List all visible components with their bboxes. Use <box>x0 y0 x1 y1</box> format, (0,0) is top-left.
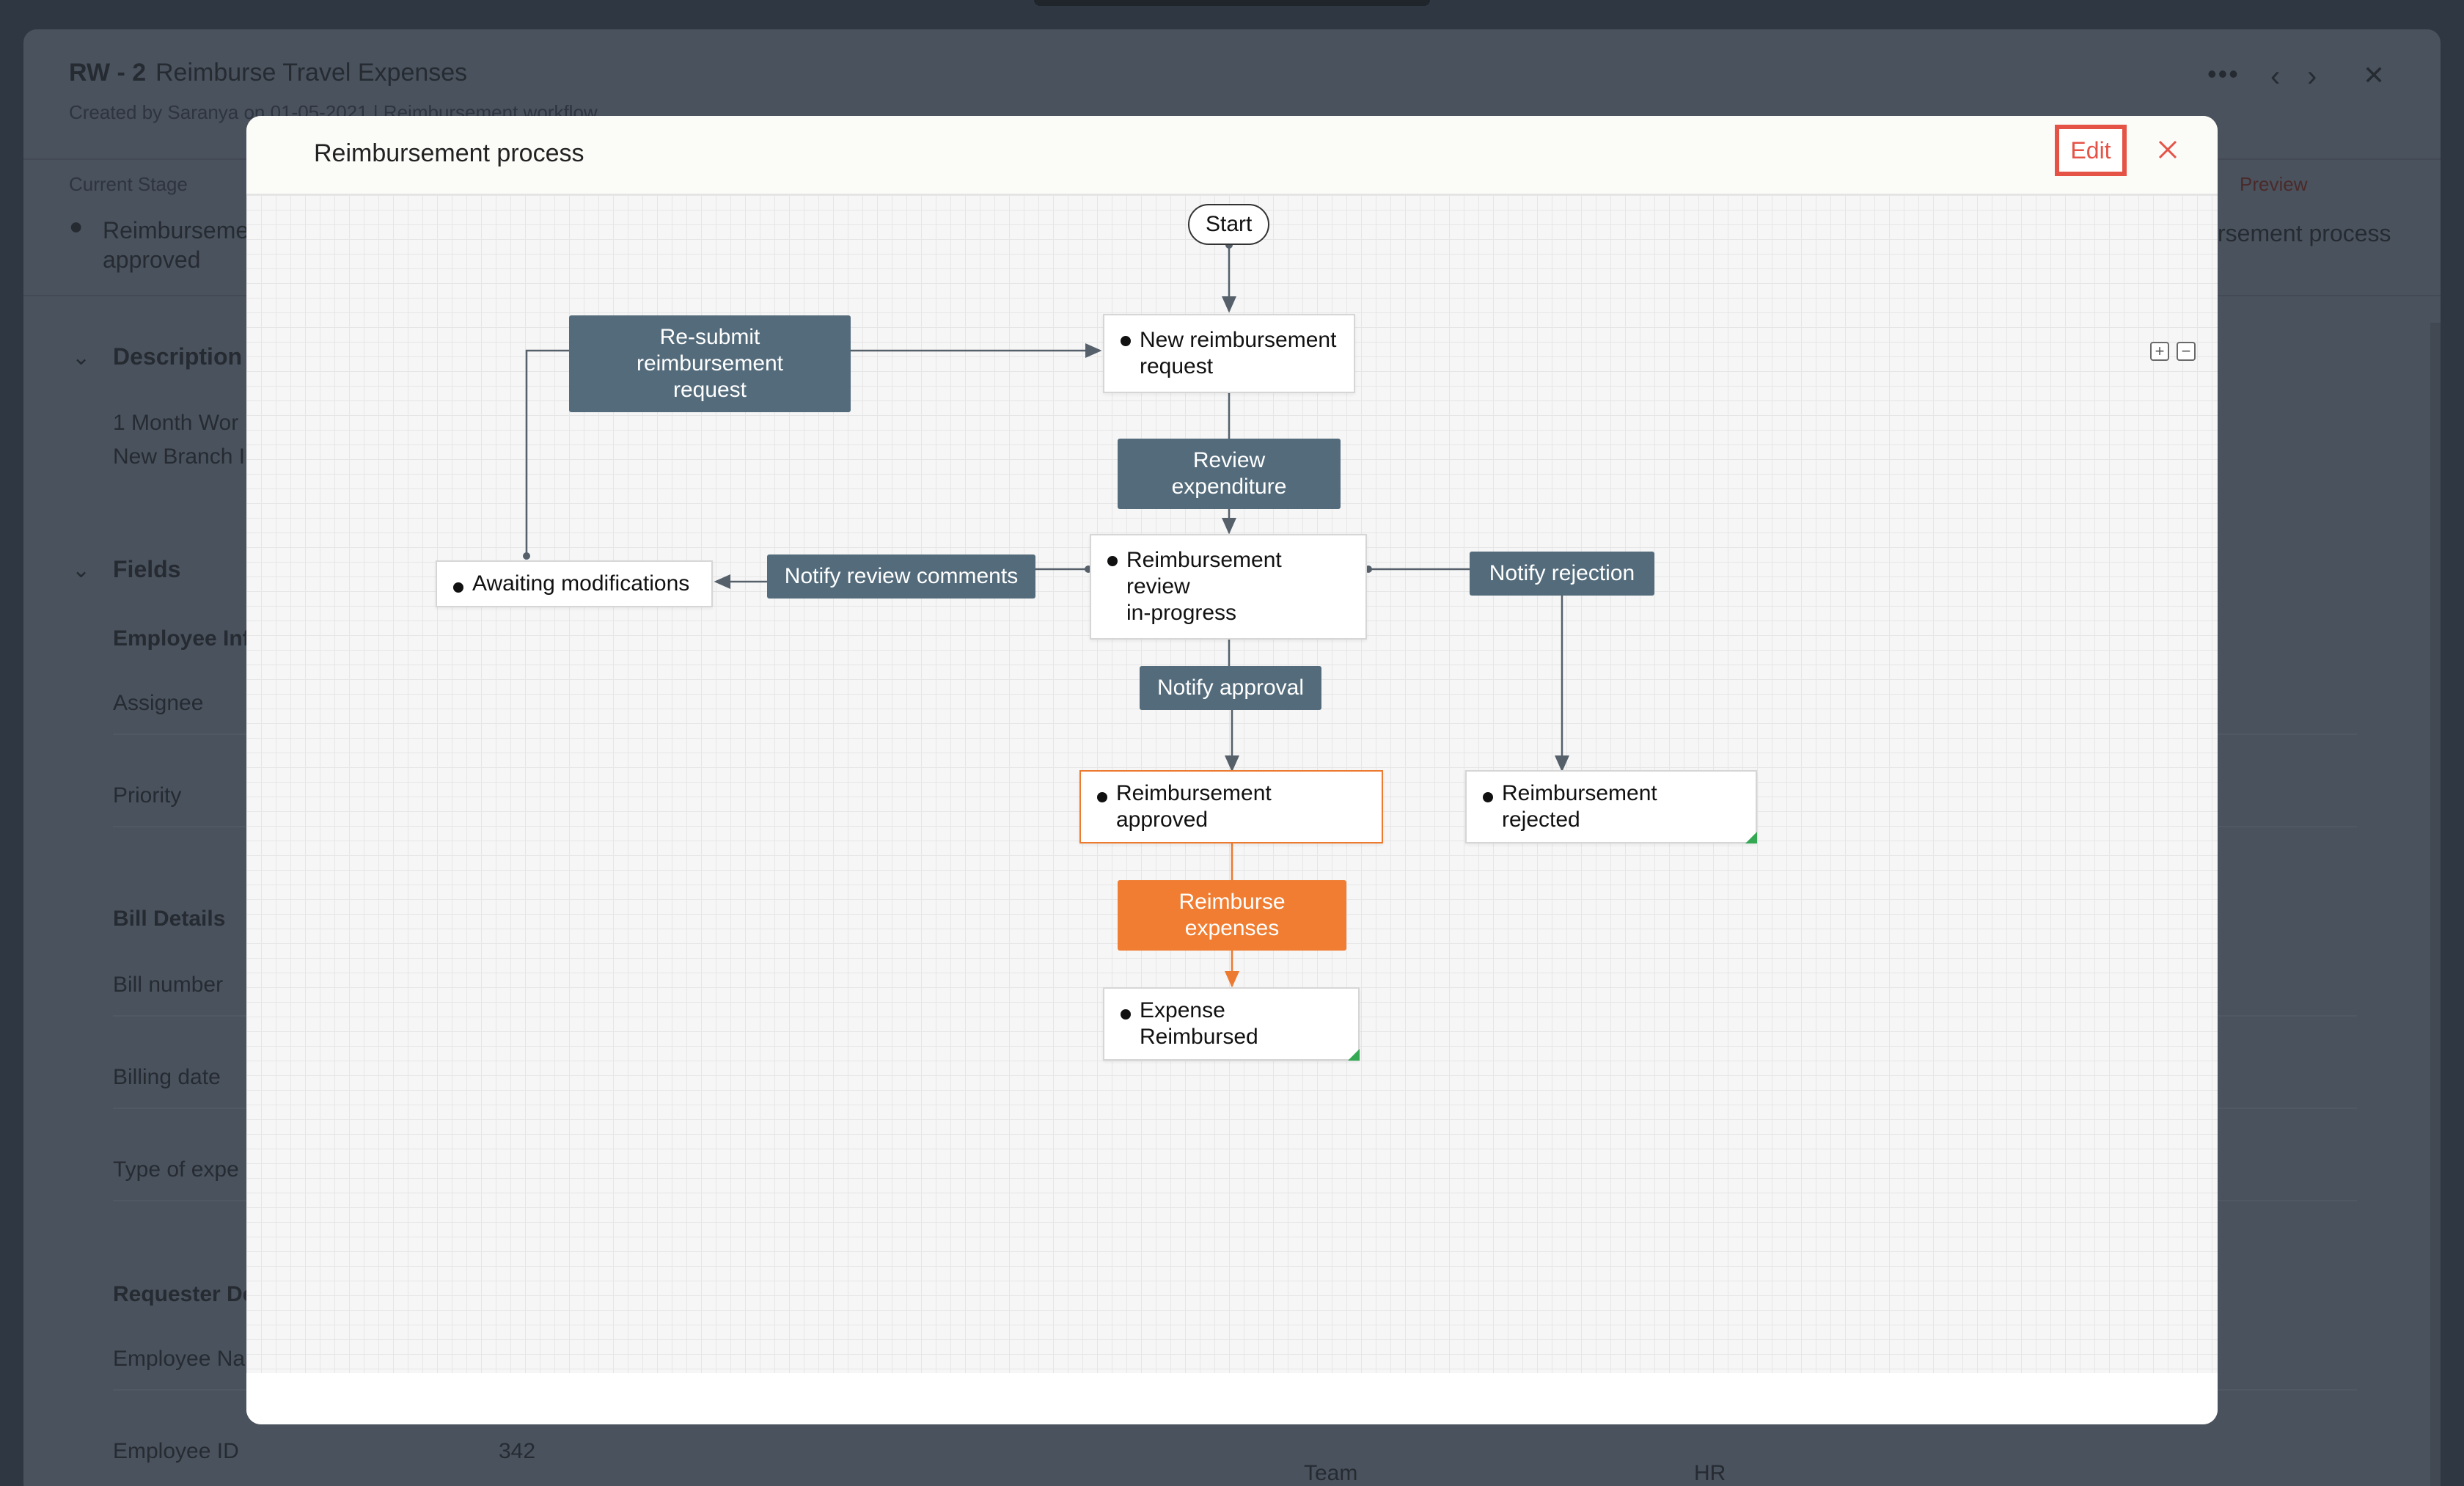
state-expense-reimbursed[interactable]: Expense Reimbursed <box>1103 987 1360 1061</box>
top-bar-handle <box>1034 0 1430 6</box>
state-label: Reimbursement rejected <box>1502 781 1657 832</box>
more-options-icon[interactable]: ••• <box>2207 59 2240 89</box>
current-stage-bullet: ● <box>69 213 84 239</box>
team-label: Team <box>1304 1461 1358 1485</box>
billing-date-label: Billing date <box>113 1065 221 1089</box>
transition-notify-rejection[interactable]: Notify rejection <box>1470 552 1654 596</box>
current-stage-value-line2: approved <box>103 246 201 273</box>
close-record-icon[interactable]: ✕ <box>2363 60 2386 90</box>
state-label: request <box>1140 354 1214 378</box>
transition-label: Re-submit reimbursement <box>636 325 784 376</box>
record-title: Reimburse Travel Expenses <box>155 59 468 87</box>
description-chevron-icon[interactable]: ⌄ <box>72 345 91 370</box>
page-scrollbar[interactable] <box>2430 323 2441 1486</box>
bill-number-label: Bill number <box>113 973 224 997</box>
modal-title: Reimbursement process <box>314 139 584 167</box>
close-modal-button[interactable] <box>2150 132 2185 167</box>
employee-info-heading: Employee Inf <box>113 626 250 651</box>
end-state-marker-icon <box>1348 1049 1360 1061</box>
next-record-icon[interactable]: › <box>2307 60 2317 92</box>
zoom-in-button[interactable]: + <box>2150 342 2169 361</box>
employee-id-label: Employee ID <box>113 1439 239 1463</box>
state-label: New reimbursement <box>1140 328 1337 352</box>
state-new-reimbursement-request[interactable]: New reimbursement request <box>1103 314 1355 393</box>
state-reimbursement-review-in-progress[interactable]: Reimbursement review in-progress <box>1090 534 1367 640</box>
transition-resubmit-reimbursement-request[interactable]: Re-submit reimbursement request <box>569 315 851 412</box>
modal-footer <box>246 1373 2218 1424</box>
end-state-marker-icon <box>1745 832 1757 843</box>
start-node[interactable]: Start <box>1188 204 1270 245</box>
fields-chevron-icon[interactable]: ⌄ <box>72 558 91 582</box>
description-text-line1: 1 Month Wor <box>113 411 239 435</box>
transition-notify-review-comments[interactable]: Notify review comments <box>767 554 1035 599</box>
priority-label: Priority <box>113 783 182 808</box>
state-label: Reimbursement review <box>1126 548 1282 599</box>
zoom-out-button[interactable]: − <box>2177 342 2196 361</box>
modal-header: Reimbursement process Edit <box>246 116 2218 195</box>
current-stage-label: Current Stage <box>69 173 188 195</box>
close-icon <box>2158 140 2177 159</box>
assignee-label: Assignee <box>113 691 204 715</box>
previous-record-icon[interactable]: ‹ <box>2270 60 2281 92</box>
bill-details-heading: Bill Details <box>113 907 226 931</box>
state-reimbursement-approved[interactable]: Reimbursement approved <box>1079 770 1383 843</box>
fields-heading: Fields <box>113 556 181 582</box>
employee-name-label: Employee Na <box>113 1347 246 1371</box>
transition-reimburse-expenses[interactable]: Reimburse expenses <box>1118 880 1346 951</box>
state-label: in-progress <box>1126 601 1237 625</box>
preview-link[interactable]: Preview <box>2240 173 2308 195</box>
type-of-expense-label: Type of expe <box>113 1157 239 1182</box>
team-value: HR <box>1694 1461 1726 1485</box>
state-reimbursement-rejected[interactable]: Reimbursement rejected <box>1465 770 1757 843</box>
transition-notify-approval[interactable]: Notify approval <box>1140 666 1321 710</box>
requester-heading: Requester De <box>113 1282 255 1306</box>
transition-review-expenditure[interactable]: Review expenditure <box>1118 439 1341 509</box>
current-stage-value: Reimburseme <box>103 217 249 244</box>
state-awaiting-modifications[interactable]: Awaiting modifications <box>436 560 713 607</box>
description-text-line2: New Branch I <box>113 444 246 469</box>
edit-button[interactable]: Edit <box>2055 125 2127 176</box>
record-id: RW - 2 <box>69 59 147 87</box>
description-heading: Description <box>113 343 243 370</box>
process-link[interactable]: rsement process <box>2218 220 2391 246</box>
transition-label: request <box>672 378 747 402</box>
employee-id-value: 342 <box>499 1439 536 1463</box>
state-label: Expense Reimbursed <box>1140 998 1258 1049</box>
